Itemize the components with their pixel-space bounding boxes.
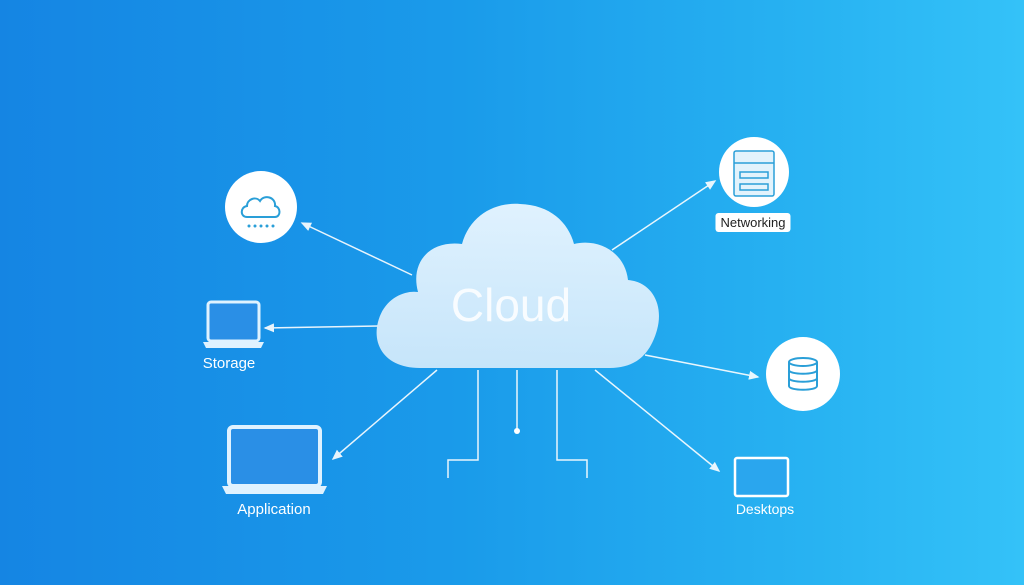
laptop-icon-large[interactable] — [222, 425, 327, 494]
connector-lines — [263, 180, 760, 478]
central-cloud-label: Cloud — [450, 279, 572, 331]
line-to-storage — [263, 323, 379, 333]
storage-label: Storage — [202, 355, 256, 372]
monitor-icon[interactable] — [733, 456, 790, 498]
database-icon — [788, 357, 818, 391]
cloud-node[interactable] — [225, 171, 297, 243]
circuit-line-right — [556, 370, 588, 478]
database-node[interactable] — [766, 337, 840, 411]
line-to-networking — [611, 180, 717, 251]
circuit-dot — [514, 428, 520, 434]
line-to-cloud-icon — [300, 222, 413, 276]
line-to-database — [644, 354, 760, 380]
networking-label: Networking — [715, 213, 791, 232]
networking-node[interactable] — [719, 137, 789, 207]
line-to-desktops — [594, 369, 721, 472]
application-label: Application — [237, 501, 311, 518]
laptop-icon[interactable] — [203, 300, 264, 348]
circuit-line-left — [447, 370, 479, 478]
server-icon — [733, 150, 775, 197]
desktops-label: Desktops — [735, 501, 795, 517]
line-to-application — [331, 369, 438, 460]
central-cloud-shape — [376, 203, 659, 368]
cloud-icon — [240, 196, 281, 218]
